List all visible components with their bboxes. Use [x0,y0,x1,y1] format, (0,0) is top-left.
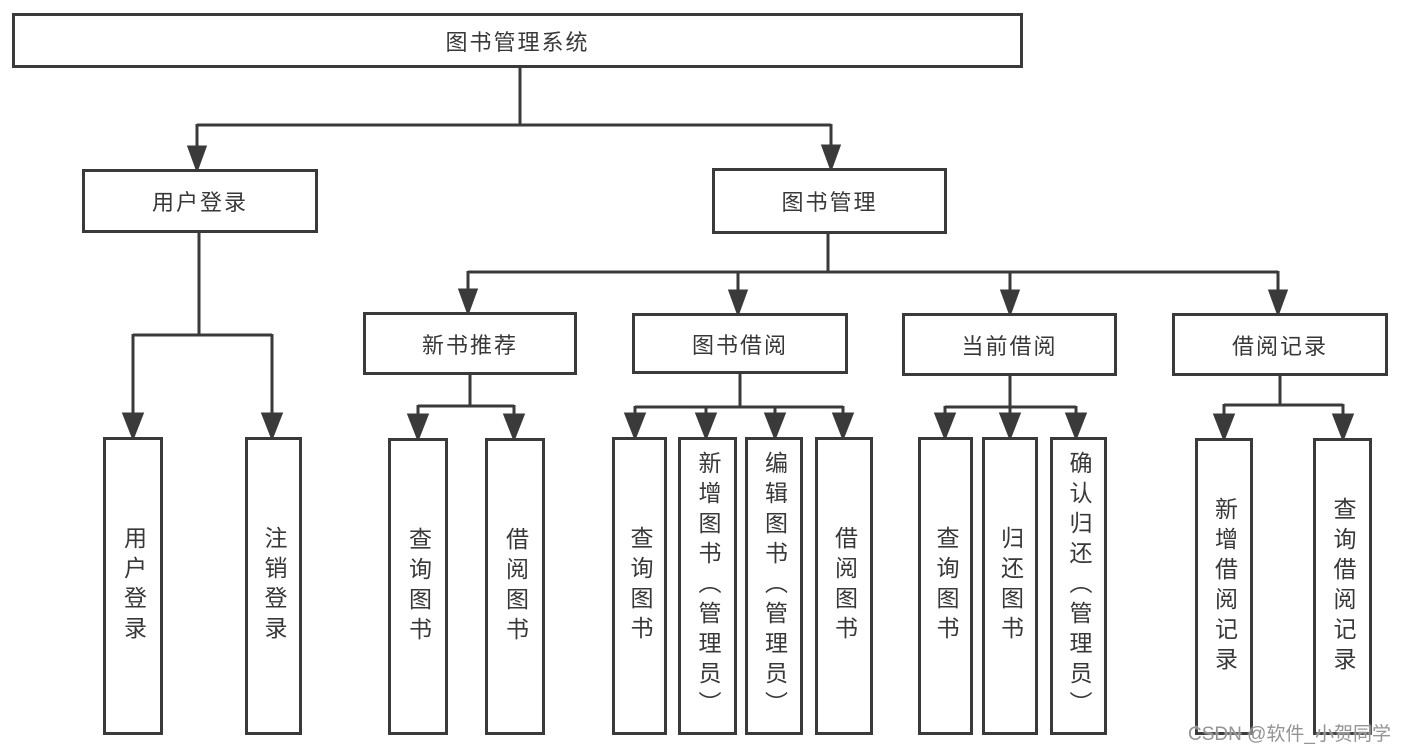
node-label: 图书管理系统 [445,29,590,55]
leaf-borrow-books: 借阅图书 [485,438,545,735]
leaf-add-borrow-record: 新增借阅记录 [1195,438,1253,735]
leaf-borrow-books: 借阅图书 [815,437,873,735]
node-label: 图书管理 [781,190,878,215]
leaf-query-borrow-record: 查询借阅记录 [1313,438,1372,735]
leaf-label: 查询图书 [627,526,653,646]
connector-currentborrow-to-leaves [933,374,1088,442]
leaf-query-books: 查询图书 [388,438,448,735]
node-label: 图书借阅 [691,332,788,358]
leaf-query-books: 查询图书 [612,437,667,735]
node-label: 当前借阅 [961,333,1058,359]
leaf-label: 注销登录 [261,526,287,646]
connector-userlogin-to-leaves [121,231,284,442]
leaf-label: 新增借阅记录 [1211,496,1238,677]
leaf-label: 借阅图书 [831,526,858,646]
leaf-add-books-admin: 新增图书（管理员） [678,437,737,735]
leaf-user-login: 用户登录 [103,437,163,735]
node-book-management: 图书管理 [712,168,947,234]
node-new-book-recommend: 新书推荐 [363,312,577,375]
connector-bookmgmt-to-level3 [457,232,1289,318]
leaf-edit-books-admin: 编辑图书（管理员） [745,437,803,735]
node-user-login: 用户登录 [82,169,318,233]
leaf-logout: 注销登录 [245,437,302,735]
leaf-label: 用户登录 [120,526,147,646]
leaf-label: 查询借阅记录 [1330,496,1356,677]
leaf-label: 查询图书 [405,526,432,647]
node-book-borrow: 图书借阅 [632,313,848,374]
node-label: 用户登录 [151,190,248,215]
leaf-label: 新增图书（管理员） [695,451,721,721]
connector-root-to-level2 [186,66,842,174]
leaf-label: 编辑图书（管理员） [761,451,788,721]
node-label: 借阅记录 [1231,333,1328,359]
leaf-confirm-return-admin: 确认归还（管理员） [1050,437,1107,735]
leaf-label: 查询图书 [933,526,959,646]
node-label: 新书推荐 [421,332,518,358]
connector-borrowrecord-to-leaves [1212,374,1355,443]
leaf-return-books: 归还图书 [982,437,1038,735]
csdn-watermark: CSDN @软件_小贺同学 [1188,724,1391,745]
node-current-borrow: 当前借阅 [902,313,1117,376]
node-library-management-system: 图书管理系统 [12,13,1023,68]
leaf-query-books: 查询图书 [918,437,973,735]
connector-newbook-to-leaves [406,373,526,443]
leaf-label: 归还图书 [997,526,1024,646]
connector-bookborrow-to-leaves [623,372,855,442]
node-borrow-record: 借阅记录 [1172,313,1388,376]
leaf-label: 借阅图书 [502,526,529,647]
leaf-label: 确认归还（管理员） [1066,451,1092,721]
